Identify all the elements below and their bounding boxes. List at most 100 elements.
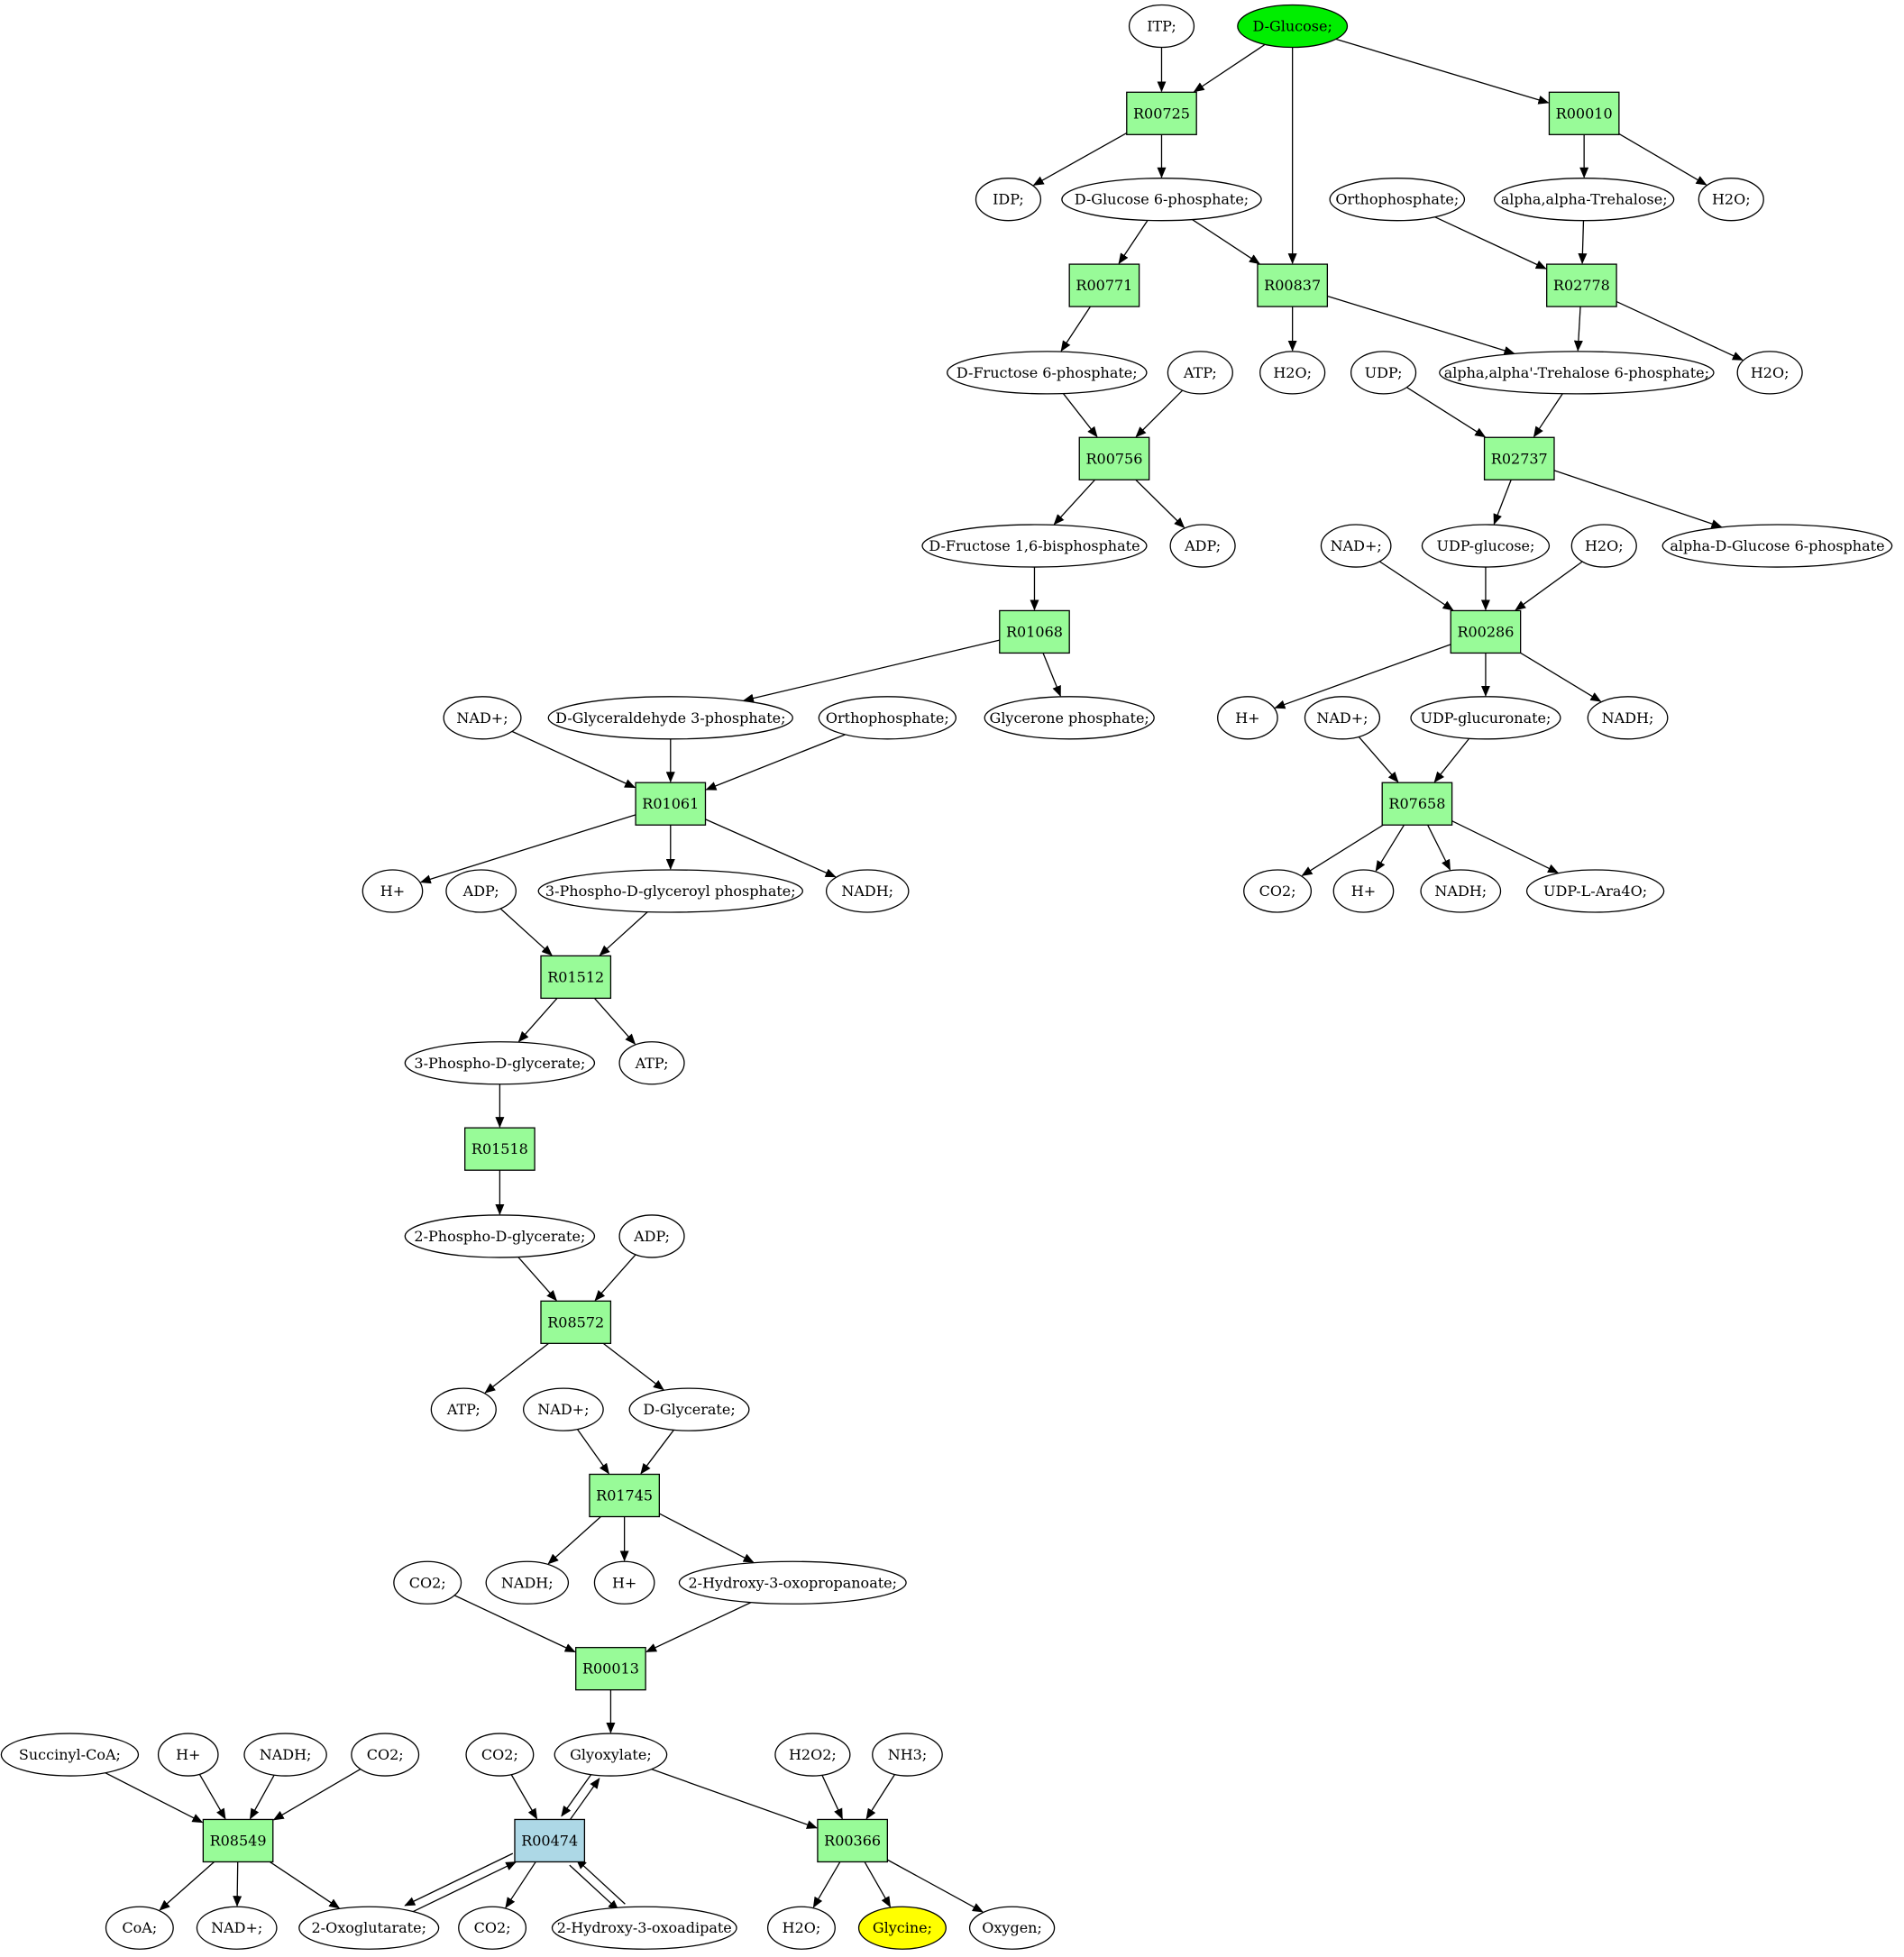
- edge-r07658-to-co2a: [1301, 824, 1384, 876]
- node-label: D-Glucose;: [1252, 18, 1332, 35]
- compound-ellipse: [430, 1387, 497, 1431]
- node-label: 2-Hydroxy-3-oxopropanoate;: [689, 1574, 898, 1591]
- node-label: R00771: [1076, 277, 1132, 294]
- node-label: H+: [612, 1574, 636, 1591]
- compound-ellipse: [825, 869, 910, 913]
- edge-r00756-to-adp1: [1135, 479, 1185, 528]
- edge-h2o4-to-r00286: [1515, 561, 1583, 611]
- compound-node-h: H+: [1217, 696, 1278, 740]
- compound-ellipse: [1439, 351, 1715, 395]
- compound-ellipse: [1329, 178, 1466, 222]
- compound-ellipse: [1128, 4, 1195, 49]
- reaction-box: [1068, 263, 1140, 307]
- edge-r00010-to-h2o1: [1618, 133, 1707, 186]
- compound-node-udp-l-ara4o: UDP-L-Ara4O;: [1525, 869, 1665, 913]
- reaction-node-r01512: R01512: [540, 955, 612, 1000]
- compound-node-h: H+: [593, 1560, 655, 1605]
- compound-node-glycine: Glycine;: [857, 1906, 947, 1950]
- compound-node-nad: NAD+;: [1304, 696, 1381, 740]
- compound-ellipse: [404, 1214, 596, 1258]
- node-label: UDP-glucose;: [1436, 537, 1534, 554]
- compound-node-d-glyceraldehyde-3-phosphate: D-Glyceraldehyde 3-phosphate;: [547, 696, 793, 740]
- node-label: 2-Hydroxy-3-oxoadipate: [557, 1919, 732, 1936]
- compound-node-adp: ADP;: [1169, 524, 1236, 568]
- node-label: Orthophosphate;: [826, 709, 949, 727]
- reaction-box: [1257, 263, 1329, 307]
- edge-nad4-to-r01745: [576, 1429, 609, 1475]
- compound-node-orthophosphate: Orthophosphate;: [1329, 178, 1466, 222]
- reaction-node-r01061: R01061: [635, 782, 707, 826]
- compound-ellipse: [362, 869, 424, 913]
- compound-ellipse: [1421, 524, 1551, 568]
- compound-ellipse: [1570, 524, 1637, 568]
- compound-node-alpha-d-glucose-6-phosphate: alpha-D-Glucose 6-phosphate: [1661, 524, 1893, 568]
- node-label: R00725: [1133, 105, 1190, 122]
- reaction-node-r02778: R02778: [1546, 263, 1617, 307]
- reaction-node-r00756: R00756: [1078, 436, 1150, 480]
- reaction-box: [575, 1647, 646, 1691]
- reaction-node-r00286: R00286: [1450, 609, 1522, 654]
- edge-r00771-to-f6p: [1060, 306, 1091, 352]
- compound-node-2-oxoglutarate: 2-Oxoglutarate;: [298, 1906, 440, 1950]
- reaction-box: [635, 782, 707, 826]
- edge-r01745-to-hop: [659, 1513, 755, 1563]
- edge-hoa-to-r00474: [575, 1858, 626, 1905]
- compound-node-d-glucose-6-phosphate: D-Glucose 6-phosphate;: [1061, 178, 1262, 222]
- node-label: 3-Phospho-D-glyceroyl phosphate;: [545, 882, 796, 900]
- compound-node-3-phospho-d-glyceroyl-phosphate: 3-Phospho-D-glyceroyl phosphate;: [537, 869, 803, 913]
- edge-bpg-to-r01512: [599, 911, 648, 956]
- reaction-box: [1450, 609, 1522, 654]
- node-label: R00010: [1556, 105, 1613, 122]
- node-label: ADP;: [1184, 537, 1221, 554]
- edge-r07658-to-nadh3: [1427, 824, 1451, 871]
- edge-r02778-to-h2o3: [1616, 300, 1744, 361]
- node-label: H+: [1235, 709, 1259, 727]
- node-label: NAD+;: [1331, 537, 1382, 554]
- node-label: CO2;: [481, 1746, 518, 1763]
- compound-node-nadh: NADH;: [825, 869, 910, 913]
- edge-co2b-to-r00013: [453, 1595, 576, 1653]
- edge-g6p-to-r00771: [1118, 220, 1149, 265]
- compound-node-co2: CO2;: [465, 1733, 535, 1777]
- compound-ellipse: [818, 696, 957, 740]
- compound-ellipse: [678, 1560, 907, 1605]
- node-label: H2O2;: [789, 1746, 837, 1763]
- edge-r00474-to-glyoxylate: [567, 1778, 600, 1823]
- edge-r01512-to-pg3: [517, 997, 558, 1043]
- compound-node-udp-glucose: UDP-glucose;: [1421, 524, 1551, 568]
- reaction-box: [1546, 263, 1617, 307]
- edge-g6p-to-r00837: [1192, 219, 1260, 265]
- reaction-node-r01745: R01745: [589, 1473, 660, 1518]
- node-label: alpha,alpha'-Trehalose 6-phosphate;: [1444, 364, 1709, 381]
- compound-ellipse: [618, 1041, 685, 1085]
- reaction-box: [817, 1818, 888, 1863]
- reaction-node-r01518: R01518: [464, 1127, 536, 1171]
- reaction-box: [540, 1300, 612, 1344]
- reaction-node-r00771: R00771: [1068, 263, 1140, 307]
- node-label: D-Fructose 1,6-bisphosphate: [929, 537, 1140, 554]
- edge-trehalose-to-r02778: [1578, 220, 1588, 265]
- node-label: R00366: [824, 1832, 881, 1849]
- node-label: NADH;: [1602, 709, 1654, 727]
- reaction-box: [1078, 436, 1150, 480]
- compound-ellipse: [628, 1387, 750, 1431]
- edge-f6p-to-r00756: [1062, 393, 1098, 438]
- compound-ellipse: [243, 1733, 327, 1777]
- compound-ellipse: [105, 1906, 174, 1950]
- compound-ellipse: [1350, 351, 1417, 395]
- compound-ellipse: [1420, 869, 1502, 913]
- edge-r08572-to-dglycerate: [602, 1342, 664, 1391]
- reaction-box: [589, 1473, 660, 1518]
- node-label: D-Glyceraldehyde 3-phosphate;: [555, 709, 785, 727]
- compound-node-d-fructose-6-phosphate: D-Fructose 6-phosphate;: [947, 351, 1148, 395]
- compound-ellipse: [1259, 351, 1326, 395]
- compound-node-nh3: NH3;: [872, 1733, 943, 1777]
- node-label: Glyoxylate;: [570, 1746, 652, 1763]
- edge-hplus5-to-r08549: [198, 1773, 226, 1820]
- node-label: R00013: [582, 1660, 639, 1678]
- compound-ellipse: [593, 1560, 655, 1605]
- edge-r08549-to-oxoglutarate: [269, 1861, 341, 1909]
- reaction-node-r01068: R01068: [999, 609, 1070, 654]
